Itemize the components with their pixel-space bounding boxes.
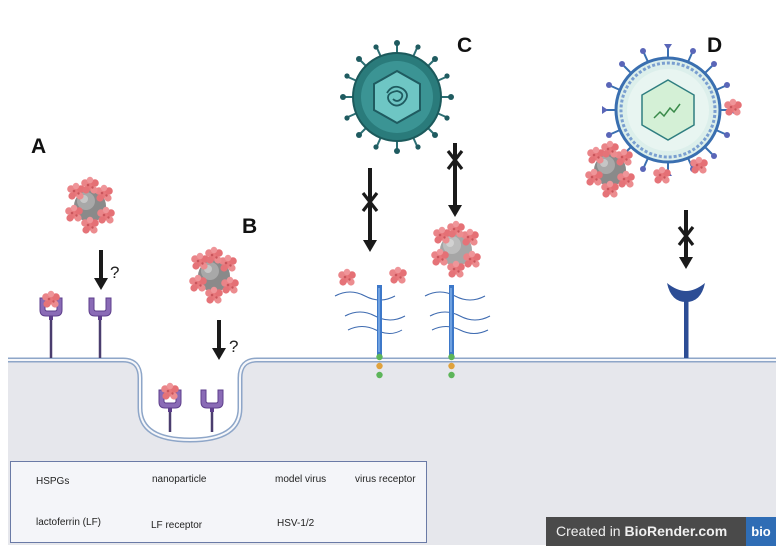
- legend-label-model-virus: model virus: [275, 474, 327, 485]
- panel-d-model-virus-icon: [602, 44, 734, 176]
- panel-label-b: B: [242, 215, 258, 238]
- panel-b-lf-receptor-bound-icon: [158, 382, 182, 432]
- membrane-highlight: [8, 359, 776, 442]
- panel-b-lf-receptor-icon: [200, 389, 224, 432]
- credit-prefix: Created in: [556, 523, 625, 539]
- panel-c-hspg-left-icon: [334, 285, 406, 379]
- legend-label-hsv: HSV-1/2: [277, 518, 315, 529]
- legend-box: HSPGs nanoparticle model virus virus rec…: [10, 461, 427, 543]
- panel-a-lf-receptor-icon: [88, 297, 112, 358]
- panel-c-hspg-right-icon: [424, 285, 491, 379]
- legend-label-hspg: HSPGs: [36, 476, 70, 487]
- panel-a-np-lactoferrin-icon: [65, 177, 115, 234]
- credit-text: Created in BioRender.com: [556, 523, 727, 539]
- panel-d-down-arrow-icon: [679, 210, 693, 269]
- panel-c-hsv-virion-icon: [340, 40, 454, 154]
- credit-brand: BioRender.com: [624, 523, 728, 539]
- legend-label-nanoparticle: nanoparticle: [152, 474, 207, 485]
- question-mark-b: ?: [229, 337, 239, 356]
- panel-a-down-arrow-icon: [92, 248, 110, 292]
- panel-c-down-arrow-right-icon: [448, 143, 462, 217]
- panel-label-c: C: [457, 34, 473, 57]
- panel-c-lactoferrin-right-icon: [389, 266, 407, 284]
- panel-a-lf-receptor-bound-icon: [39, 290, 63, 358]
- panel-b-np-lactoferrin-icon: [189, 247, 239, 304]
- legend-label-lf-receptor: LF receptor: [151, 520, 203, 531]
- legend-label-lactoferrin: lactoferrin (LF): [36, 517, 102, 528]
- panel-c-down-arrow-left-icon: [363, 168, 377, 252]
- biorender-logo-icon: bio: [746, 517, 776, 546]
- panel-c-np-lactoferrin-icon: [431, 221, 481, 278]
- panel-d-lactoferrin-2-icon: [690, 156, 708, 174]
- question-mark-a: ?: [110, 263, 120, 282]
- panel-b-down-arrow-icon: [210, 318, 228, 362]
- panel-label-d: D: [707, 34, 723, 57]
- panel-label-a: A: [31, 135, 47, 158]
- panel-d-virus-receptor-icon: [667, 283, 705, 358]
- legend-label-virus-receptor: virus receptor: [355, 474, 416, 485]
- biorender-credit[interactable]: Created in BioRender.com bio: [546, 517, 776, 546]
- panel-c-lactoferrin-left-icon: [338, 268, 356, 286]
